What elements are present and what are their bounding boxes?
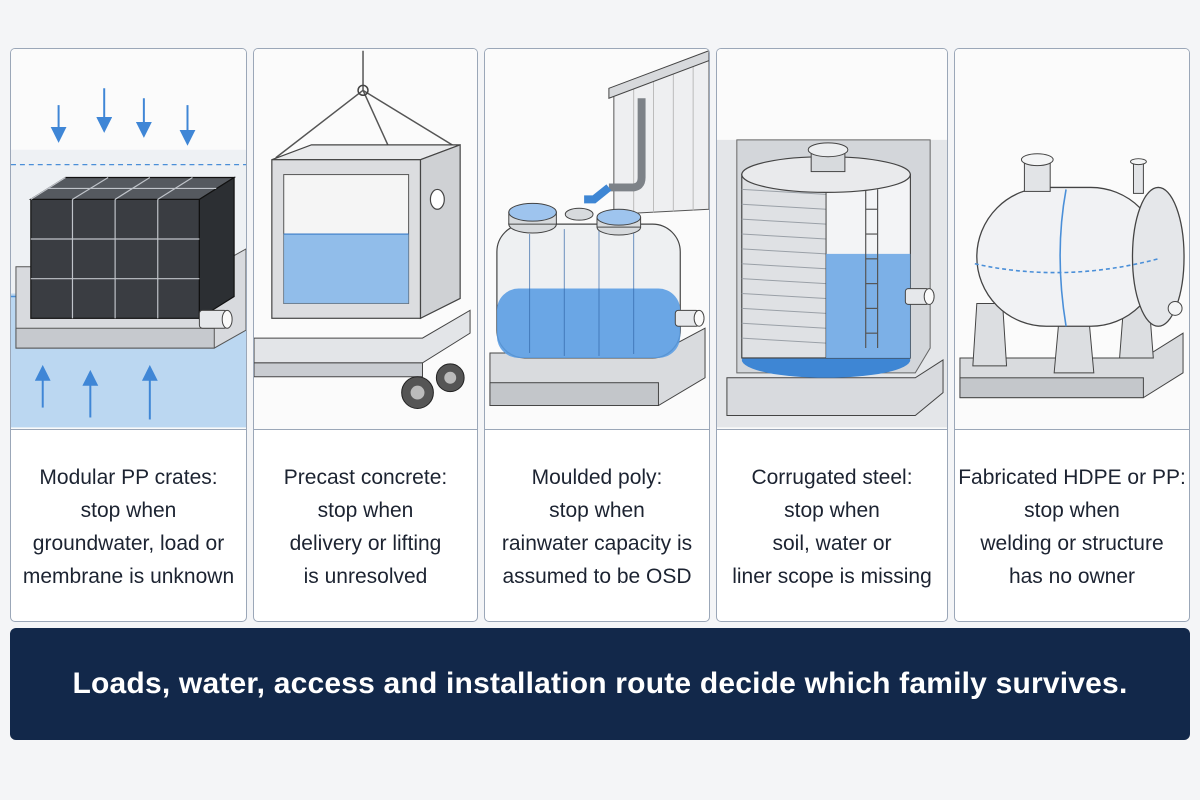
precast-concrete-tank-icon: [254, 50, 471, 409]
caption-line: membrane is unknown: [22, 564, 235, 588]
caption-line: has no owner: [1008, 564, 1136, 588]
moulded-poly-tank-icon: [489, 50, 709, 407]
panel-corrugated-steel: Corrugated steel: stop when soil, water …: [716, 48, 948, 622]
caption-line: stop when: [784, 498, 880, 522]
modular-pp-crates-icon: [11, 88, 246, 428]
panel-precast-concrete: Precast concrete: stop when delivery or …: [253, 48, 478, 622]
panel-row: Modular PP crates: stop when groundwater…: [10, 48, 1190, 622]
caption-line: delivery or lifting: [289, 531, 442, 555]
caption-title: Corrugated steel:: [751, 465, 913, 489]
caption-title: Precast concrete:: [283, 465, 448, 489]
caption-line: stop when: [1024, 498, 1120, 522]
panel-modular-pp-crates: Modular PP crates: stop when groundwater…: [10, 48, 247, 622]
summary-banner: Loads, water, access and installation ro…: [10, 628, 1190, 740]
panel-caption: Modular PP crates: stop when groundwater…: [11, 430, 246, 621]
caption-line: stop when: [317, 498, 414, 522]
caption-line: soil, water or: [772, 531, 892, 555]
caption-title: Moulded poly:: [531, 465, 663, 489]
corrugated-steel-illustration: [717, 49, 947, 430]
caption-title: Fabricated HDPE or PP:: [958, 465, 1186, 489]
panel-caption: Precast concrete: stop when delivery or …: [254, 430, 477, 621]
caption-line: liner scope is missing: [732, 564, 932, 588]
caption-line: stop when: [80, 498, 177, 522]
fabricated-hdpe-tank-icon: [959, 153, 1185, 399]
panel-fabricated-hdpe: Fabricated HDPE or PP: stop when welding…: [954, 48, 1190, 622]
caption-line: assumed to be OSD: [502, 564, 692, 588]
caption-title: Modular PP crates:: [39, 465, 218, 489]
caption-line: rainwater capacity is: [501, 531, 693, 555]
caption-line: stop when: [549, 498, 645, 522]
caption-line: groundwater, load or: [32, 531, 225, 555]
caption-line: is unresolved: [303, 564, 428, 588]
caption-line: welding or structure: [980, 531, 1164, 555]
moulded-poly-illustration: [485, 49, 709, 430]
panel-caption: Fabricated HDPE or PP: stop when welding…: [955, 430, 1189, 621]
panel-moulded-poly: Moulded poly: stop when rainwater capaci…: [484, 48, 710, 622]
panel-caption: Corrugated steel: stop when soil, water …: [717, 430, 947, 621]
fabricated-hdpe-illustration: [955, 49, 1189, 430]
panel-caption: Moulded poly: stop when rainwater capaci…: [485, 430, 709, 621]
precast-concrete-illustration: [254, 49, 477, 430]
summary-banner-text: Loads, water, access and installation ro…: [72, 667, 1128, 700]
modular-pp-crates-illustration: [11, 49, 246, 430]
corrugated-steel-tank-icon: [717, 139, 947, 428]
